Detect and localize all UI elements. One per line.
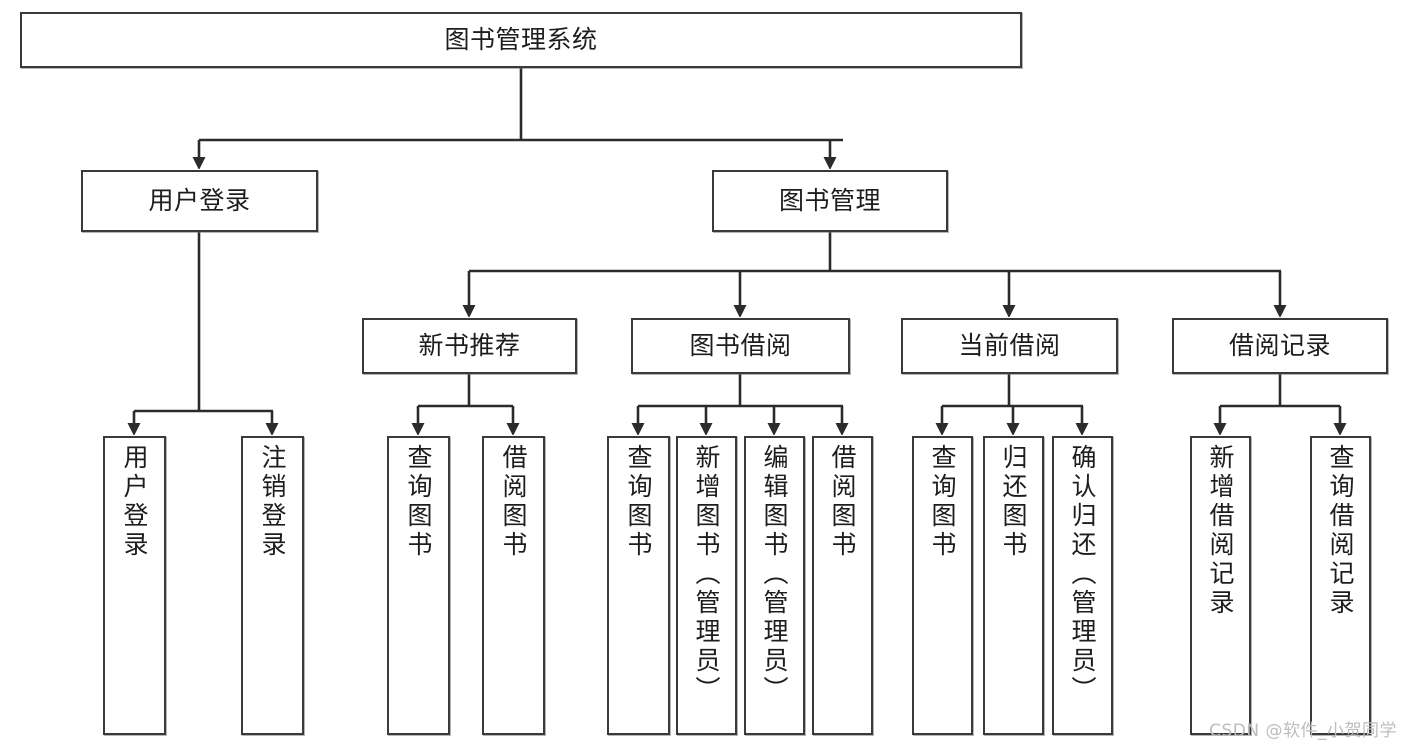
leaf-return-book-label: 归还图书 xyxy=(999,444,1028,560)
csdn-watermark: CSDN @软件_小贺同学 xyxy=(1209,721,1397,741)
node-book-manage-label: 图书管理 xyxy=(778,185,881,215)
node-borrow-record-label: 借阅记录 xyxy=(1228,330,1331,360)
node-current-borrow[interactable]: 当前借阅 xyxy=(901,318,1118,374)
node-book-borrow[interactable]: 图书借阅 xyxy=(631,318,850,374)
leaf-query-book-2-label: 查询图书 xyxy=(624,444,653,560)
leaf-query-book-1[interactable]: 查询图书 xyxy=(387,436,450,735)
node-user-login[interactable]: 用户登录 xyxy=(81,170,318,232)
node-user-login-label: 用户登录 xyxy=(148,185,251,215)
leaf-query-book-2[interactable]: 查询图书 xyxy=(607,436,670,735)
leaf-user-login-label: 用户登录 xyxy=(120,444,149,560)
leaf-query-book-3[interactable]: 查询图书 xyxy=(912,436,973,735)
node-root-label: 图书管理系统 xyxy=(444,24,598,54)
leaf-add-record-label: 新增借阅记录 xyxy=(1206,444,1235,618)
leaf-return-book[interactable]: 归还图书 xyxy=(983,436,1044,735)
leaf-borrow-book-1[interactable]: 借阅图书 xyxy=(482,436,545,735)
leaf-query-record-label: 查询借阅记录 xyxy=(1326,444,1355,618)
node-current-borrow-label: 当前借阅 xyxy=(958,330,1061,360)
node-book-borrow-label: 图书借阅 xyxy=(689,330,792,360)
node-book-manage[interactable]: 图书管理 xyxy=(712,170,948,232)
leaf-query-book-1-label: 查询图书 xyxy=(404,444,433,560)
leaf-add-book[interactable]: 新增图书（管理员） xyxy=(676,436,737,735)
leaf-add-book-label: 新增图书（管理员） xyxy=(692,444,721,705)
leaf-logout[interactable]: 注销登录 xyxy=(241,436,304,735)
leaf-query-record[interactable]: 查询借阅记录 xyxy=(1310,436,1371,735)
leaf-edit-book-label: 编辑图书（管理员） xyxy=(760,444,789,705)
leaf-confirm-return[interactable]: 确认归还（管理员） xyxy=(1052,436,1113,735)
leaf-edit-book[interactable]: 编辑图书（管理员） xyxy=(744,436,805,735)
leaf-borrow-book-1-label: 借阅图书 xyxy=(499,444,528,560)
leaf-add-record[interactable]: 新增借阅记录 xyxy=(1190,436,1251,735)
leaf-borrow-book-2-label: 借阅图书 xyxy=(828,444,857,560)
node-borrow-record[interactable]: 借阅记录 xyxy=(1172,318,1388,374)
leaf-query-book-3-label: 查询图书 xyxy=(928,444,957,560)
node-root-system[interactable]: 图书管理系统 xyxy=(20,12,1022,68)
leaf-borrow-book-2[interactable]: 借阅图书 xyxy=(812,436,873,735)
node-new-book-rec-label: 新书推荐 xyxy=(418,330,521,360)
node-new-book-rec[interactable]: 新书推荐 xyxy=(362,318,577,374)
leaf-logout-label: 注销登录 xyxy=(258,444,287,560)
leaf-user-login[interactable]: 用户登录 xyxy=(103,436,166,735)
leaf-confirm-return-label: 确认归还（管理员） xyxy=(1068,444,1097,705)
